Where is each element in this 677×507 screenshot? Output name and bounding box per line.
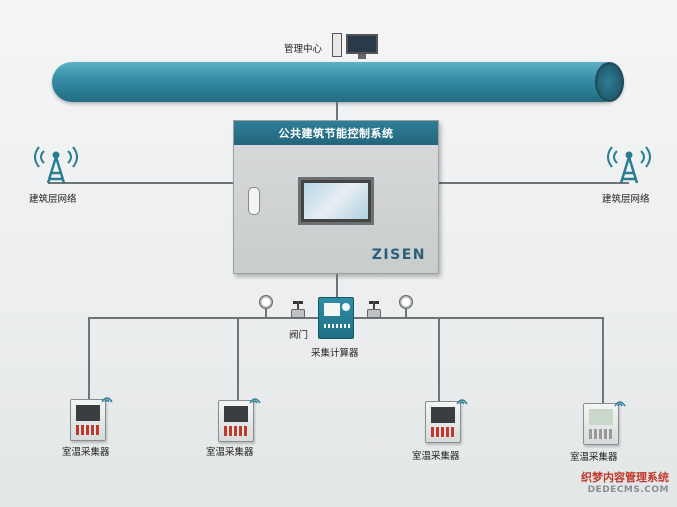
- management-center-label: 管理中心: [284, 44, 323, 55]
- watermark: 织梦内容管理系统 DEDECMS.COM: [581, 469, 669, 495]
- system-title: 公共建筑节能控制系统: [234, 121, 438, 145]
- computer-icon: [332, 33, 384, 61]
- connector-line: [438, 317, 440, 402]
- control-cabinet: 公共建筑节能控制系统 ZISEN: [233, 120, 439, 274]
- wifi-signal-icon: [249, 398, 261, 404]
- connector-line: [336, 274, 338, 297]
- collector-label: 室温采集器: [412, 451, 460, 462]
- room-temp-collector-device: [218, 400, 254, 442]
- building-network-label-right: 建筑层网络: [602, 194, 650, 205]
- connector-line: [336, 102, 338, 120]
- wifi-signal-icon: [614, 401, 626, 407]
- watermark-line1: 织梦内容管理系统: [581, 471, 669, 484]
- pressure-gauge-icon: [399, 295, 413, 309]
- antenna-tower-icon: [607, 146, 651, 184]
- wifi-signal-icon: [101, 397, 113, 403]
- watermark-line2: DEDECMS.COM: [587, 485, 669, 495]
- pressure-gauge-icon: [259, 295, 273, 309]
- touch-screen-panel: [298, 177, 374, 225]
- valve-label: 阀门: [289, 330, 309, 341]
- calculator-label: 采集计算器: [311, 348, 359, 359]
- antenna-tower-icon: [34, 146, 78, 184]
- room-temp-collector-device: [70, 399, 106, 441]
- building-network-label-left: 建筑层网络: [29, 194, 77, 205]
- connector-line: [405, 309, 407, 317]
- brand-logo: ZISEN: [371, 247, 426, 263]
- collector-label: 室温采集器: [62, 447, 110, 458]
- valve-icon: [291, 301, 305, 319]
- collection-calculator-device: [318, 297, 354, 339]
- connector-line: [265, 309, 267, 317]
- network-backbone-pipe: [52, 62, 624, 102]
- wifi-signal-icon: [456, 399, 468, 405]
- room-temp-collector-device: [425, 401, 461, 443]
- connector-line: [439, 182, 629, 184]
- room-temp-collector-device: [583, 403, 619, 445]
- valve-icon: [367, 301, 381, 319]
- connector-line: [88, 317, 90, 399]
- connector-line: [237, 317, 239, 402]
- connector-line: [602, 317, 604, 404]
- cabinet-handle: [248, 187, 260, 215]
- connector-line: [48, 182, 233, 184]
- collector-label: 室温采集器: [570, 452, 618, 463]
- pipe-end-cap: [595, 62, 624, 102]
- collector-label: 室温采集器: [206, 447, 254, 458]
